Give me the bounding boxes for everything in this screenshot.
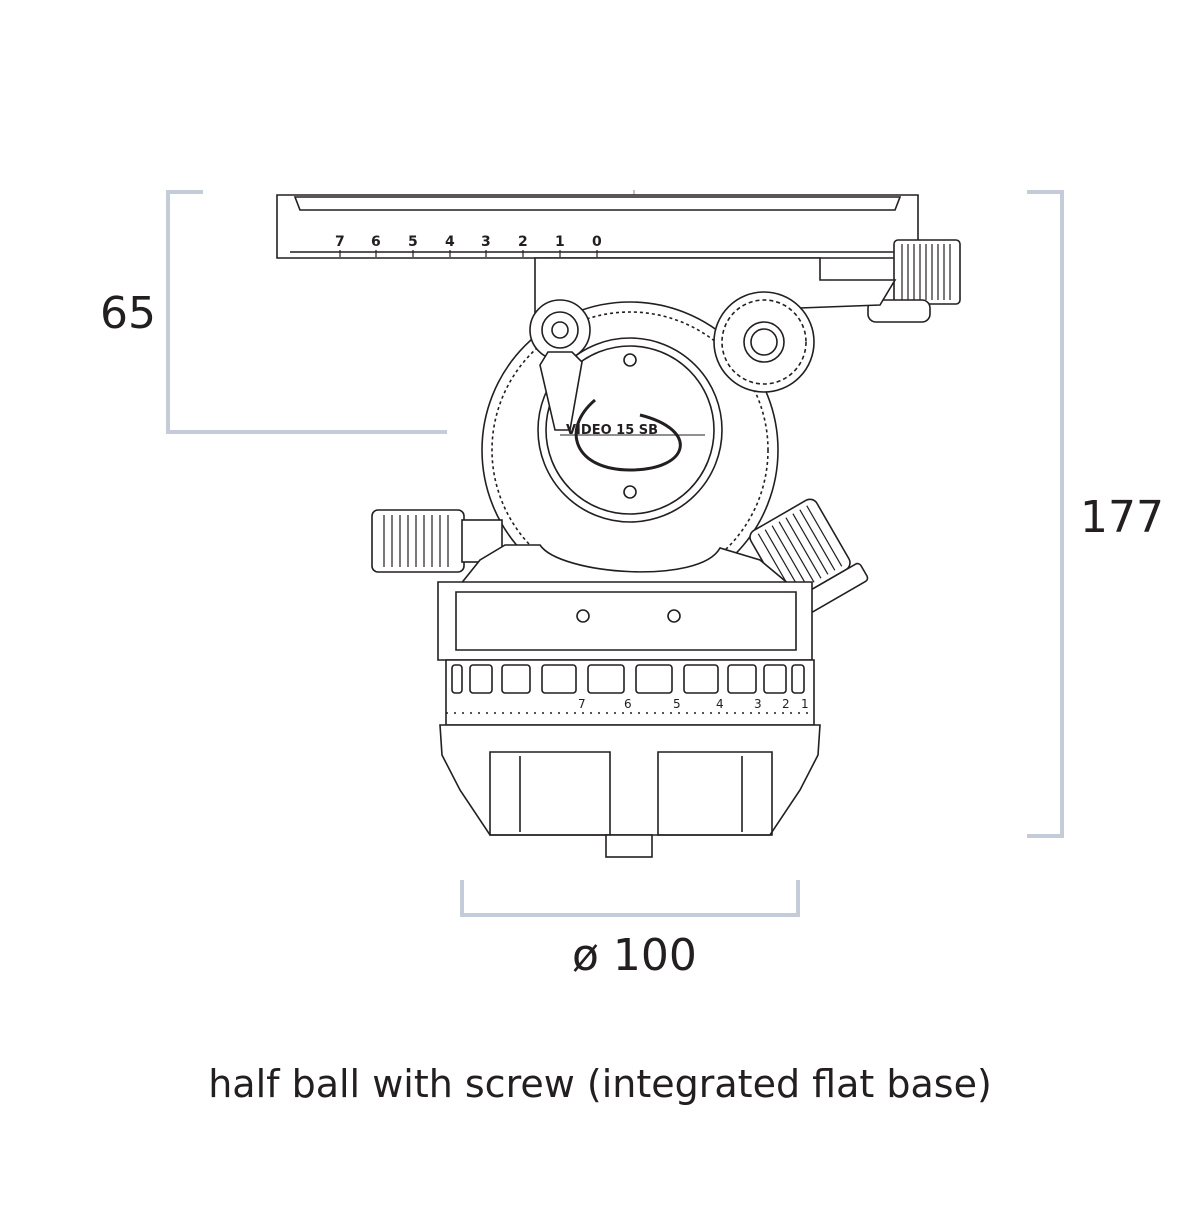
dimension-label-diameter: ø 100 xyxy=(572,930,697,981)
pan-scale-number: 1 xyxy=(801,697,809,711)
pan-scale-number: 6 xyxy=(624,697,632,711)
dimension-bracket-177 xyxy=(1027,190,1064,838)
pan-lock-knob xyxy=(371,509,503,573)
plate-scale-number: 0 xyxy=(592,234,602,250)
mounting-screw xyxy=(605,834,653,858)
lower-base xyxy=(439,724,821,836)
plate-scale-number: 6 xyxy=(371,234,381,250)
plate-scale-number: 5 xyxy=(408,234,418,250)
plate-scale: 7 6 5 4 3 2 1 0 xyxy=(335,234,602,257)
tilt-drag-knob xyxy=(713,291,815,393)
dimension-bracket-65 xyxy=(166,190,447,434)
pan-scale-number: 3 xyxy=(754,697,762,711)
dimension-bracket-diameter xyxy=(460,880,800,917)
plate-scale-number: 1 xyxy=(555,234,565,250)
plate-lock-knob xyxy=(867,239,961,323)
head-body xyxy=(458,544,793,586)
plate-scale-number: 2 xyxy=(518,234,528,250)
dimension-label-65: 65 xyxy=(100,288,156,339)
plate-scale-number: 4 xyxy=(445,234,455,250)
pan-scale-number: 5 xyxy=(673,697,681,711)
brand-badge: VIDEO 15 SB xyxy=(566,423,658,438)
dimension-label-177: 177 xyxy=(1080,492,1164,543)
pan-scale-number: 7 xyxy=(578,697,586,711)
tilt-lock-lever xyxy=(529,299,591,431)
pan-scale-ring xyxy=(445,659,815,726)
plate-scale-number: 3 xyxy=(481,234,491,250)
pan-scale-number: 2 xyxy=(782,697,790,711)
plate-scale-number: 7 xyxy=(335,234,345,250)
pan-scale-number: 4 xyxy=(716,697,724,711)
upper-base-ring xyxy=(437,581,813,661)
caption: half ball with screw (integrated flat ba… xyxy=(208,1062,992,1106)
